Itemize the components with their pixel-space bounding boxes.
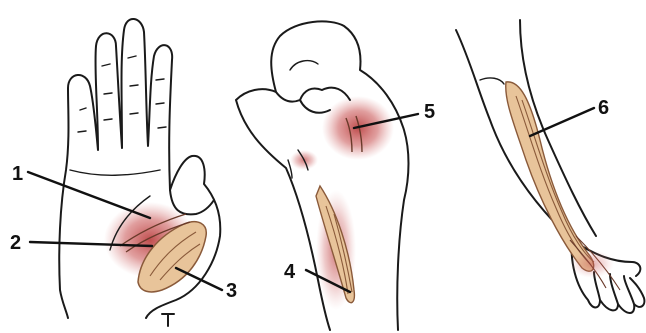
thumb-fold — [290, 61, 318, 70]
figure-forearm — [456, 20, 644, 313]
label-5-text: 5 — [424, 101, 435, 123]
label-1: 1 — [12, 163, 150, 218]
label-1-text: 1 — [12, 163, 23, 185]
label-3-text: 3 — [226, 280, 237, 302]
figure-open-hand — [59, 19, 220, 326]
label-6-text: 6 — [598, 97, 609, 119]
forearm-outline — [456, 20, 640, 276]
wrist-line — [162, 314, 174, 326]
label-4-text: 4 — [284, 261, 296, 283]
label-6: 6 — [530, 97, 609, 136]
figure-fist — [236, 21, 409, 330]
wrist-pain-area — [570, 250, 614, 278]
label-2-text: 2 — [10, 232, 21, 254]
elbow-contour — [480, 78, 504, 84]
